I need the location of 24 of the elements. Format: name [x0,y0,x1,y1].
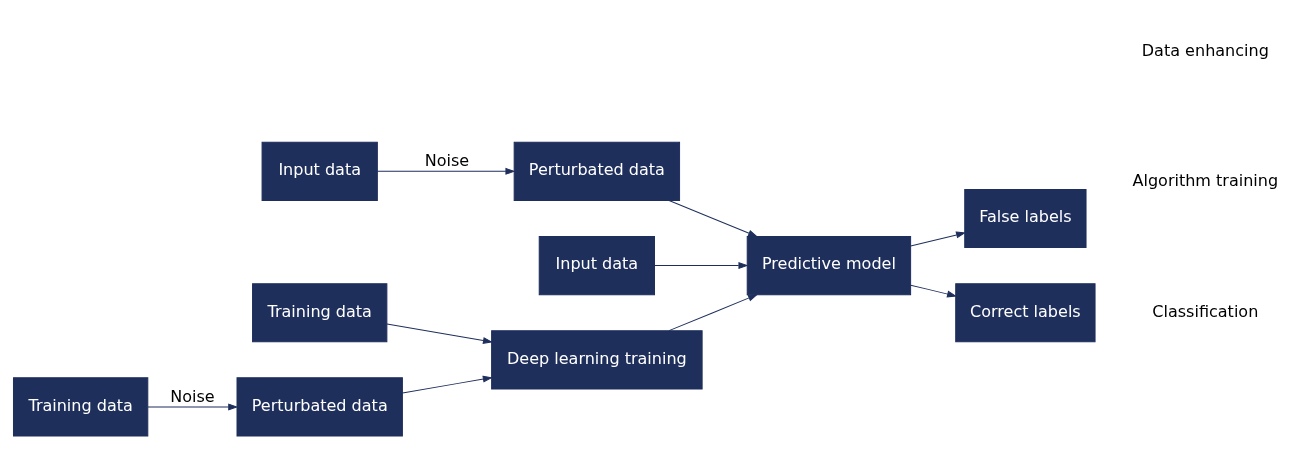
node-box: Input data [261,141,378,201]
arrow [147,403,238,411]
node-box: Input data [538,236,655,296]
arrow [668,200,758,237]
node-box: Perturbated data [236,377,403,437]
arrow [386,323,492,344]
edge-label: Noise [424,151,470,171]
label: Algorithm training [1132,171,1279,191]
arrow [910,284,957,298]
edge-label: Noise [170,386,215,406]
node-box: Deep learning training [491,330,703,390]
arrow [654,262,748,269]
label: Data enhancing [1141,40,1269,60]
arrow [668,294,758,332]
arrow [376,168,515,175]
node-box: Perturbated data [513,141,681,201]
node-box: False labels [964,188,1087,249]
node-box: Training data [13,377,149,437]
node-box: Training data [252,283,388,343]
arrow [402,375,492,394]
arrow [910,231,966,247]
label: Classification [1152,301,1259,321]
node-box: Correct labels [955,283,1096,343]
node-box: Predictive model [746,236,912,296]
